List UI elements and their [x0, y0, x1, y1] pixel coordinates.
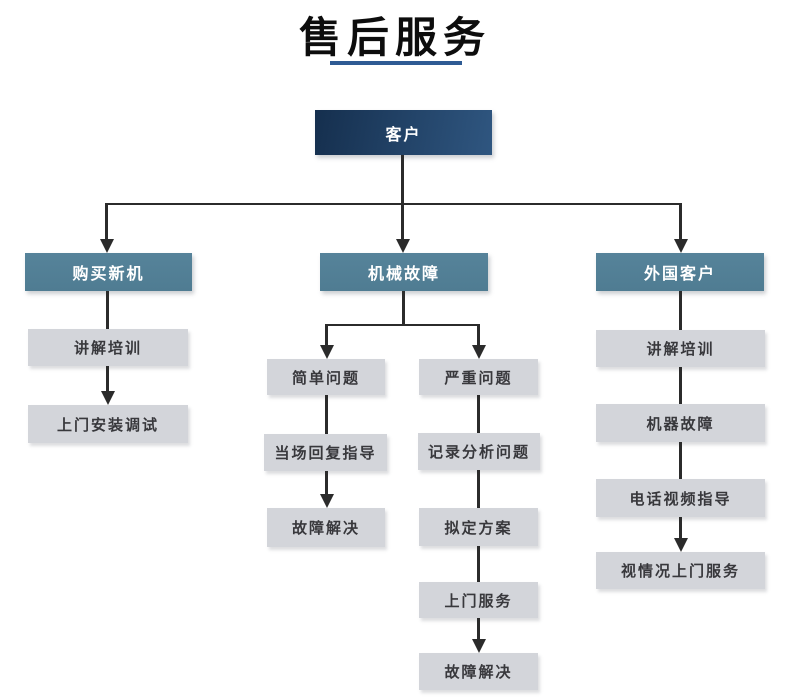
- arrowhead-doorservice-resolved: [472, 639, 486, 653]
- node-simple-problem: 简单问题: [267, 359, 385, 395]
- node-right-training: 讲解培训: [596, 330, 765, 367]
- node-left-training: 讲解培训: [28, 329, 188, 366]
- connector-mid-split: [325, 324, 480, 326]
- node-draft-plan: 拟定方案: [419, 508, 538, 546]
- arrowhead-reply-resolved: [320, 494, 334, 508]
- connector-phonevideo-conditional: [679, 517, 682, 539]
- node-branch-foreign-customer: 外国客户: [596, 253, 764, 291]
- node-onsite-reply-guidance: 当场回复指导: [264, 434, 387, 471]
- arrowhead-simple: [320, 345, 334, 359]
- node-branch-mechanical-failure: 机械故障: [320, 253, 488, 291]
- node-serious-problem: 严重问题: [419, 359, 538, 395]
- connector-customer-stem: [401, 155, 404, 204]
- connector-training-failure: [679, 367, 682, 404]
- connector-doorservice-resolved: [477, 618, 480, 640]
- node-left-onsite-install: 上门安装调试: [28, 405, 188, 443]
- connector-plan-doorservice: [477, 546, 480, 582]
- arrowhead-training-install: [101, 391, 115, 405]
- connector-newmachine-training: [106, 291, 109, 329]
- node-record-analyze: 记录分析问题: [418, 433, 540, 470]
- arrowhead-serious: [472, 345, 486, 359]
- node-phone-video-guidance: 电话视频指导: [596, 479, 765, 517]
- connector-serious-record: [477, 395, 480, 433]
- connector-foreign-training: [679, 291, 682, 330]
- node-door-service: 上门服务: [419, 582, 538, 618]
- connector-failure-phonevideo: [679, 442, 682, 479]
- arrowhead-right-branch: [674, 239, 688, 253]
- node-customer: 客户: [315, 110, 492, 155]
- node-conditional-onsite-service: 视情况上门服务: [596, 552, 765, 589]
- connector-mechanical-stem: [402, 291, 405, 325]
- connector-drop-mid: [401, 203, 404, 240]
- page-title: 售后服务: [298, 16, 491, 62]
- arrowhead-phonevideo-conditional: [674, 538, 688, 552]
- connector-drop-right: [679, 203, 682, 240]
- connector-training-install: [106, 366, 109, 393]
- connector-reply-resolved: [325, 471, 328, 496]
- title-underline: [330, 61, 462, 65]
- connector-drop-simple: [325, 324, 328, 347]
- arrowhead-left-branch: [100, 239, 114, 253]
- connector-record-plan: [477, 470, 480, 508]
- connector-drop-serious: [477, 324, 480, 347]
- node-fault-resolved-left: 故障解决: [267, 508, 385, 547]
- connector-simple-reply: [325, 395, 328, 434]
- node-branch-new-machine: 购买新机: [25, 253, 192, 291]
- arrowhead-mid-branch: [396, 239, 410, 253]
- connector-top-split: [105, 203, 682, 205]
- node-right-machine-failure: 机器故障: [596, 404, 765, 442]
- connector-drop-left: [105, 203, 108, 240]
- node-fault-resolved-right: 故障解决: [419, 653, 538, 690]
